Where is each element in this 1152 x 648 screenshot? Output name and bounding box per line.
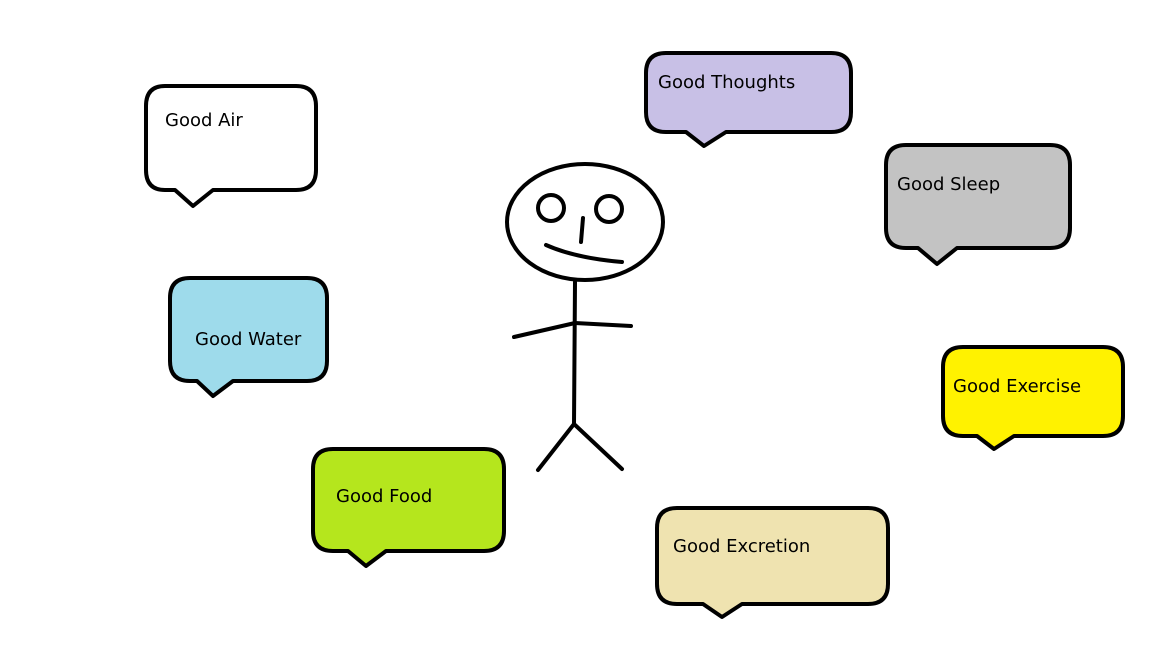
bubble-good-thoughts-label: Good Thoughts: [658, 72, 795, 93]
bubble-good-excretion-shape: [655, 506, 890, 619]
bubble-good-sleep-label: Good Sleep: [897, 174, 1000, 195]
bubble-good-food-label: Good Food: [336, 486, 432, 507]
bubble-good-air-shape: [144, 84, 318, 208]
bubble-good-excretion-label: Good Excretion: [673, 536, 810, 557]
bubble-good-thoughts: Good Thoughts: [644, 51, 853, 148]
bubble-good-air: Good Air: [144, 84, 318, 208]
bubble-good-exercise-label: Good Exercise: [953, 376, 1081, 397]
bubble-good-exercise-shape: [941, 345, 1125, 451]
figure-nose: [579, 216, 585, 244]
bubble-good-thoughts-shape: [644, 51, 853, 148]
figure-head: [505, 162, 665, 282]
figure-right-leg: [572, 422, 624, 471]
bubble-good-water-shape: [168, 276, 329, 398]
figure-body: [572, 280, 577, 426]
bubble-good-exercise: Good Exercise: [941, 345, 1125, 451]
bubble-good-air-label: Good Air: [165, 110, 243, 131]
figure-right-eye: [594, 194, 624, 224]
bubble-good-food-shape: [311, 447, 506, 568]
bubble-good-sleep-shape: [884, 143, 1072, 266]
figure-mouth: [544, 243, 624, 264]
bubble-good-excretion: Good Excretion: [655, 506, 890, 619]
figure-arms: [512, 321, 633, 339]
figure-left-leg: [536, 422, 576, 472]
bubble-good-food: Good Food: [311, 447, 506, 568]
figure-left-eye: [536, 193, 566, 223]
bubble-good-water: Good Water: [168, 276, 329, 398]
bubble-good-sleep: Good Sleep: [884, 143, 1072, 266]
stick-figure: [505, 162, 665, 472]
bubble-good-water-label: Good Water: [195, 329, 302, 350]
